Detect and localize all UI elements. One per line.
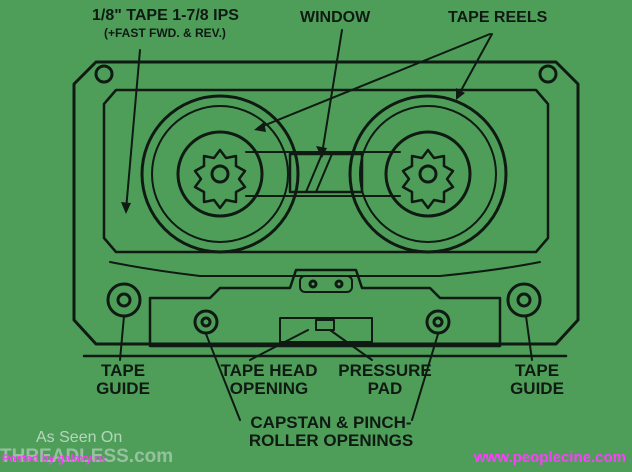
- label-tape-head-opening: TAPE HEAD OPENING: [204, 362, 334, 398]
- pointer-guide-right: [525, 315, 533, 361]
- label-pressure-pad: PRESSURE PAD: [330, 362, 440, 398]
- label-capstan-openings: CAPSTAN & PINCH- ROLLER OPENINGS: [226, 414, 436, 450]
- capstan-line2: ROLLER OPENINGS: [248, 430, 414, 450]
- pointer-tape: [125, 49, 141, 211]
- label-frame: [102, 88, 550, 254]
- tape-guide-left: [106, 282, 142, 318]
- left-reel-hub: [193, 148, 247, 210]
- tape-spec-line1: 1/8" TAPE 1-7/8 IPS: [92, 7, 239, 24]
- label-tape-guide-left: TAPE GUIDE: [78, 362, 168, 398]
- corner-screw: [538, 64, 558, 84]
- pointer-window: [321, 29, 343, 155]
- tape-path: [109, 261, 541, 277]
- label-tape-reels: TAPE REELS: [448, 9, 548, 26]
- head-area: [148, 268, 502, 348]
- label-window: WINDOW: [300, 9, 371, 26]
- tape-head-line2: OPENING: [229, 378, 309, 398]
- pointer-pad: [329, 329, 373, 361]
- as-seen-on-watermark: As Seen On: [36, 429, 123, 446]
- site-watermark-link[interactable]: www.peoplecine.com: [474, 449, 626, 466]
- left-reel: [140, 94, 300, 254]
- capstan-left: [193, 309, 219, 335]
- cassette-outline: [72, 60, 580, 346]
- pointer-reels-left: [257, 33, 491, 129]
- right-reel-hub: [401, 148, 455, 210]
- label-tape-spec: 1/8" TAPE 1-7/8 IPS (+FAST FWD. & REV.): [92, 7, 239, 40]
- threadless-watermark: THREADLESS.com: [0, 446, 174, 467]
- pointer-capstan-right: [411, 333, 439, 421]
- pressure-pad-line1: PRESSURE: [338, 361, 432, 380]
- label-tape-guide-right: TAPE GUIDE: [492, 362, 582, 398]
- corner-screw: [94, 64, 114, 84]
- pressure-pad: [315, 319, 335, 331]
- capstan-line1: CAPSTAN & PINCH-: [250, 413, 412, 432]
- posted-by-watermark: Posted by galaxy.ru: [2, 453, 106, 465]
- tape-guide-right-line2: GUIDE: [510, 378, 564, 398]
- tape-head-opening: [279, 317, 373, 343]
- tape-head-line1: TAPE HEAD: [220, 361, 318, 380]
- tape-guide-right: [506, 282, 542, 318]
- pressure-pad-line2: PAD: [367, 378, 403, 398]
- tape-guide-left-line1: TAPE: [100, 361, 146, 380]
- window: [288, 152, 364, 194]
- pointer-capstan-left: [205, 333, 241, 421]
- right-reel: [348, 94, 508, 254]
- capstan-right: [425, 309, 451, 335]
- tape-guide-left-line2: GUIDE: [96, 378, 150, 398]
- tape-spec-line2: (+FAST FWD. & REV.): [104, 25, 226, 40]
- pointer-guide-left: [119, 315, 125, 361]
- tape-guide-right-line1: TAPE: [514, 361, 560, 380]
- pointer-reels-right: [457, 33, 493, 97]
- pointer-head: [249, 329, 309, 361]
